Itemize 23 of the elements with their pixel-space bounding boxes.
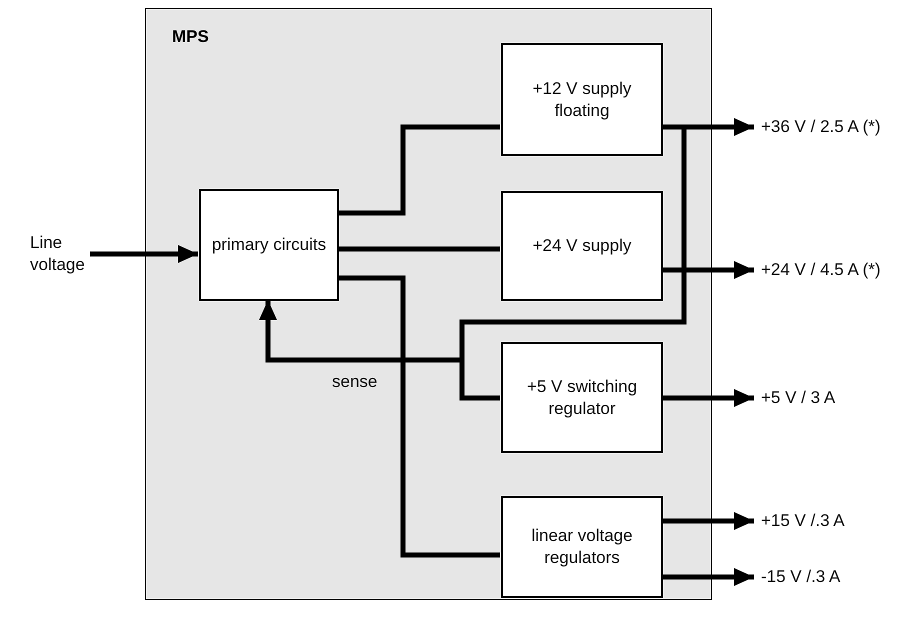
circuit-block [501,496,663,598]
output-label: +5 V / 3 A [754,387,836,409]
circuit-block [501,191,663,301]
connector-arrow [662,568,754,586]
connector-arrow [662,389,754,407]
circuit-block [501,43,663,156]
input-label: Line voltage [30,232,90,276]
connector-arrow [662,261,754,279]
output-label: -15 V /.3 A [754,566,840,588]
output-label: +36 V / 2.5 A (*) [754,116,881,138]
connector-arrow [90,245,198,263]
circuit-block [501,342,663,453]
output-label: +15 V /.3 A [754,510,845,532]
circuit-block [199,189,339,301]
panel-title: MPS [172,27,209,47]
connector-arrow [662,512,754,530]
block-label: +5 V switching regulator [526,376,638,420]
block-label: primary circuits [212,234,326,256]
block-label: +12 V supply floating [532,78,632,122]
block-label: +24 V supply [532,235,632,257]
module-panel [145,8,712,600]
block-label: linear voltage regulators [530,525,634,569]
output-label: +24 V / 4.5 A (*) [754,259,881,281]
